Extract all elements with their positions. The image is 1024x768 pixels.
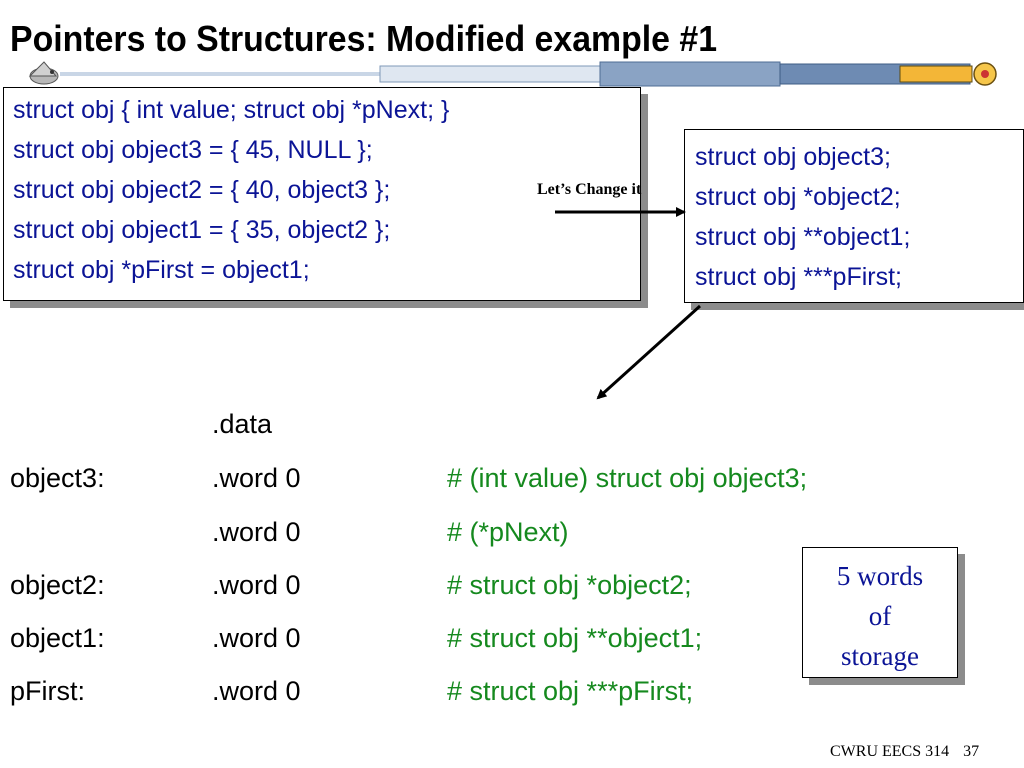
asm-comment: # struct obj **object1; [447, 623, 703, 653]
code-line: struct obj **object1; [695, 223, 911, 251]
footer-course: CWRU EECS 314 [830, 743, 950, 760]
storage-note-line: 5 words [836, 561, 924, 591]
asm-op: .data [212, 409, 273, 439]
asm-label: pFirst: [10, 676, 86, 706]
asm-label: object1: [10, 623, 105, 653]
code-line: struct obj object3 = { 45, NULL }; [13, 136, 373, 164]
asm-label: object3: [10, 463, 105, 493]
asm-op: .word 0 [212, 676, 301, 706]
asm-comment: # (int value) struct obj object3; [447, 463, 808, 493]
asm-label: object2: [10, 570, 105, 600]
storage-note-line: storage [841, 641, 919, 671]
asm-op: .word 0 [212, 623, 301, 653]
code-line: struct obj *object2; [695, 183, 901, 211]
page-number: 37 [963, 743, 980, 760]
asm-op: .word 0 [212, 463, 301, 493]
asm-comment: # (*pNext) [447, 517, 569, 547]
slide-footer: CWRU EECS 314 37 [830, 743, 979, 761]
change-arrow-label: Let’s Change it [537, 181, 642, 198]
code-line: struct obj object3; [695, 143, 891, 171]
modified-code-box: struct obj object3; struct obj *object2;… [684, 129, 1024, 303]
storage-note-box: 5 words of storage [802, 547, 958, 678]
code-line: struct obj *pFirst = object1; [13, 256, 310, 284]
code-line: struct obj { int value; struct obj *pNex… [13, 96, 450, 124]
title-rule-decoration [28, 61, 997, 87]
bird-icon [28, 61, 59, 85]
asm-op: .word 0 [212, 570, 301, 600]
asm-op: .word 0 [212, 517, 301, 547]
rocket-icon [899, 62, 997, 86]
code-line: struct obj object2 = { 40, object3 }; [13, 176, 391, 204]
down-arrow [596, 304, 702, 400]
code-line: struct obj object1 = { 35, object2 }; [13, 216, 391, 244]
slide-title: Pointers to Structures: Modified example… [10, 18, 718, 59]
storage-note-line: of [868, 601, 892, 631]
original-code-box: struct obj { int value; struct obj *pNex… [3, 87, 641, 301]
code-line: struct obj ***pFirst; [695, 263, 903, 291]
asm-comment: # struct obj *object2; [447, 570, 692, 600]
asm-comment: # struct obj ***pFirst; [447, 676, 694, 706]
